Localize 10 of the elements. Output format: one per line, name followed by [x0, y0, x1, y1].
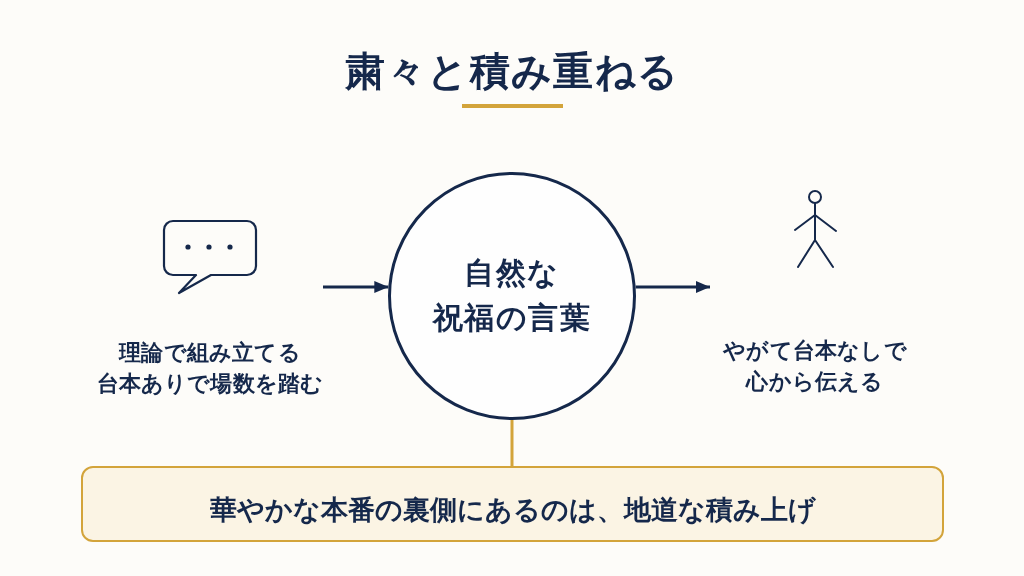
description-text: 理論で組み立てる	[119, 339, 301, 367]
arrow	[323, 281, 389, 293]
circle-label: 自然な祝福の言葉	[431, 254, 593, 337]
summary-text: 華やかな本番の裏側にあるのは、地道な積み上げ	[209, 493, 816, 527]
description-text: 台本ありで場数を踏む	[96, 370, 324, 398]
arrow	[635, 281, 710, 293]
summary-banner	[81, 466, 944, 542]
title: 粛々と積み重ねる	[344, 47, 680, 96]
connector-line	[510, 420, 514, 466]
description-text: やがて台本なしで心から伝える	[722, 337, 908, 396]
